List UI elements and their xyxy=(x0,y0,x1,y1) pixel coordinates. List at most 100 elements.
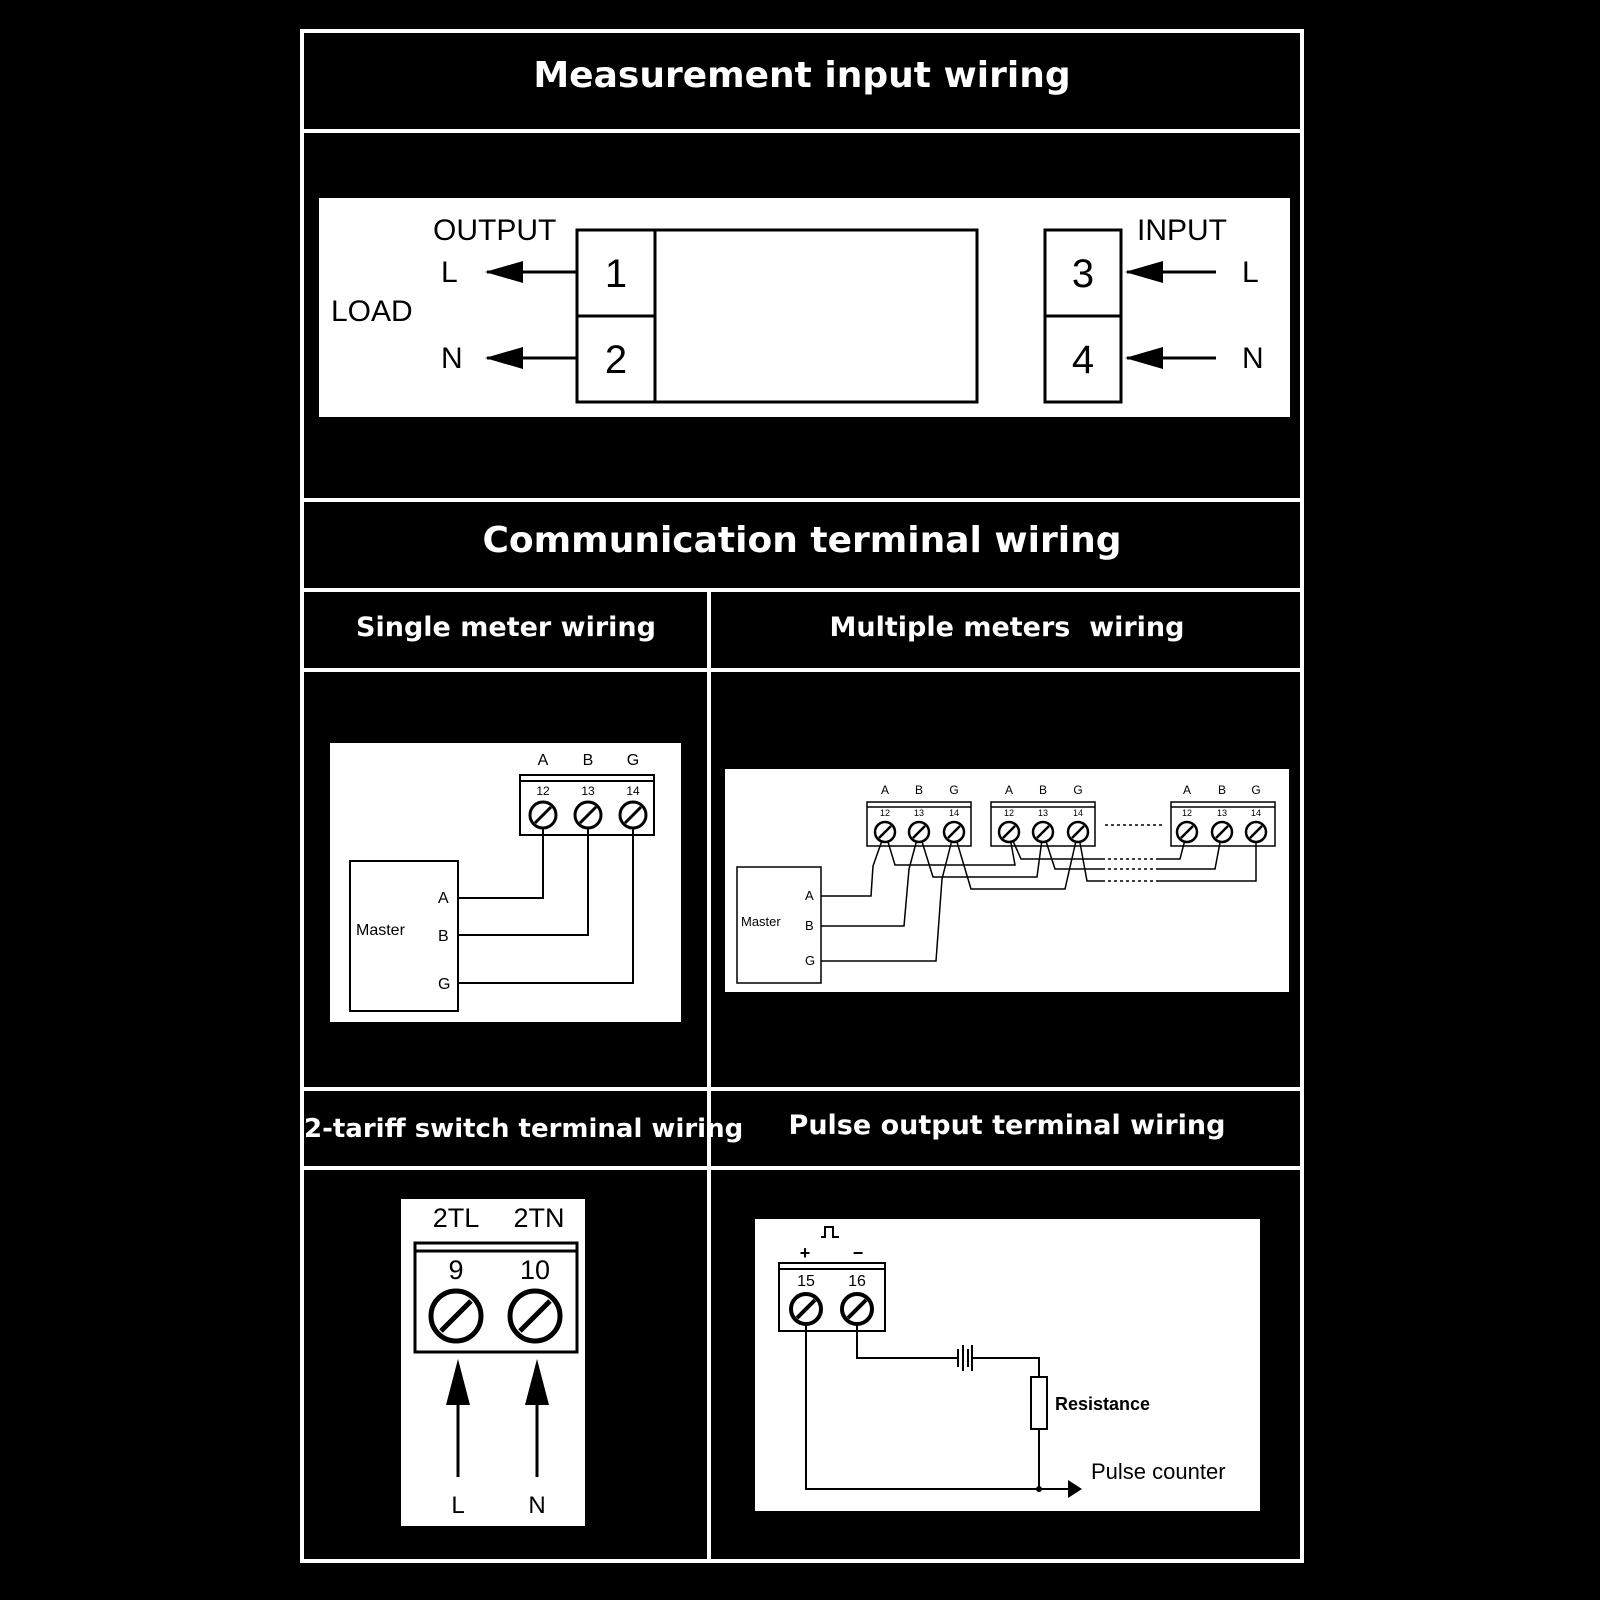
master-b-label: B xyxy=(805,918,814,933)
wire-15 xyxy=(805,1309,1070,1490)
input-label: INPUT xyxy=(1137,214,1227,247)
multiple-meters-diagram: A B G A B G A B G 12 13 14 12 13 14 12 1… xyxy=(736,783,1276,984)
arrowhead-up-icon xyxy=(525,1359,549,1405)
wire-b xyxy=(458,815,589,936)
bottom-l-label: L xyxy=(451,1492,464,1519)
master-label: Master xyxy=(741,914,781,929)
pulse-counter-label: Pulse counter xyxy=(1091,1459,1226,1484)
resistor-icon xyxy=(1030,1376,1048,1430)
terminal-4: 4 xyxy=(1072,338,1094,382)
pulse-diagram: + − 15 16 Resistance Pulse counter xyxy=(778,1226,1226,1498)
m3-terminal-14: 14 xyxy=(1251,808,1261,818)
col-a-label: A xyxy=(538,752,549,769)
tariff-title: 2-tariff switch terminal wiring xyxy=(304,1114,744,1144)
bottom-n-label: N xyxy=(528,1492,545,1519)
single-meter-diagram: A B G 12 13 14 Master A B G xyxy=(349,752,655,1012)
m3-g-label: G xyxy=(1251,783,1260,797)
m3-a-label: A xyxy=(1183,783,1191,797)
terminal-2: 2 xyxy=(605,338,627,382)
terminal-15: 15 xyxy=(797,1273,815,1290)
m2-b-label: B xyxy=(1039,783,1047,797)
col-b-label: B xyxy=(583,752,594,769)
m1-terminal-13: 13 xyxy=(914,808,924,818)
pulse-title: Pulse output terminal wiring xyxy=(788,1110,1226,1141)
terminal-9: 9 xyxy=(448,1255,463,1285)
terminal-13: 13 xyxy=(581,784,595,798)
chain-g xyxy=(953,831,1079,890)
tariff-diagram: 2TL 2TN 9 10 L N xyxy=(413,1203,579,1519)
multiple-meters-title: Multiple meters wiring xyxy=(829,612,1185,643)
m2-terminal-13: 13 xyxy=(1038,808,1048,818)
input-n-label: N xyxy=(1242,342,1264,375)
pulse-symbol-icon xyxy=(821,1226,839,1238)
m3-b-label: B xyxy=(1218,783,1226,797)
chain-a xyxy=(884,831,1016,866)
measurement-title: Measurement input wiring xyxy=(533,55,1071,96)
terminal-14: 14 xyxy=(626,784,640,798)
screw-group xyxy=(789,1292,874,1326)
arrowhead xyxy=(485,347,523,369)
output-label: OUTPUT xyxy=(433,214,556,247)
m3-terminal-12: 12 xyxy=(1182,808,1192,818)
terminal-block xyxy=(778,1262,886,1332)
m3-terminal-13: 13 xyxy=(1217,808,1227,818)
plus-label: + xyxy=(800,1243,811,1263)
terminal-block xyxy=(413,1241,579,1354)
junction xyxy=(1036,1486,1042,1492)
terminal-block-3 xyxy=(1170,801,1276,847)
m1-terminal-14: 14 xyxy=(949,808,959,818)
terminal-block-2 xyxy=(990,801,1096,847)
chain-b2 xyxy=(1042,831,1102,870)
output-n-label: N xyxy=(441,342,463,375)
single-meter-title: Single meter wiring xyxy=(356,612,656,643)
arrowhead-right-icon xyxy=(1068,1480,1082,1498)
wire-b xyxy=(821,831,920,927)
terminal-12: 12 xyxy=(536,784,550,798)
terminal-1: 1 xyxy=(605,252,627,296)
m2-terminal-14: 14 xyxy=(1073,808,1083,818)
outer-frame xyxy=(300,29,1304,1563)
screw-group xyxy=(873,820,1268,844)
communication-title: Communication terminal wiring xyxy=(482,520,1122,561)
chain-g3 xyxy=(1157,832,1257,882)
load-label: LOAD xyxy=(331,295,413,328)
terminal-16: 16 xyxy=(848,1273,866,1290)
col-g-label: G xyxy=(627,752,639,769)
m2-terminal-12: 12 xyxy=(1004,808,1014,818)
arrowhead xyxy=(1125,261,1163,283)
master-a-label: A xyxy=(438,890,449,907)
2tl-label: 2TL xyxy=(433,1203,480,1233)
tariff-panel: 2TL 2TN 9 10 L N xyxy=(401,1199,585,1526)
terminal-block-1 xyxy=(866,801,972,847)
master-b-label: B xyxy=(438,928,449,945)
minus-label: − xyxy=(853,1243,864,1263)
m1-g-label: G xyxy=(949,783,958,797)
m1-a-label: A xyxy=(881,783,889,797)
measurement-panel: OUTPUT INPUT LOAD L N L N 1 2 3 4 xyxy=(319,198,1290,417)
chain-b3 xyxy=(1157,831,1223,870)
chain-b xyxy=(918,831,1044,878)
terminal-3: 3 xyxy=(1072,252,1094,296)
multiple-meters-panel: A B G A B G A B G 12 13 14 12 13 14 12 1… xyxy=(725,769,1289,992)
wire-g xyxy=(458,815,634,984)
single-meter-panel: A B G 12 13 14 Master A B G xyxy=(330,743,681,1022)
master-a-label: A xyxy=(805,888,814,903)
arrowhead xyxy=(485,261,523,283)
wire-g xyxy=(821,831,955,962)
input-l-label: L xyxy=(1242,256,1259,289)
output-l-label: L xyxy=(441,256,458,289)
wire-a xyxy=(458,815,544,899)
battery-icon xyxy=(957,1345,973,1371)
chain-g2 xyxy=(1077,831,1102,882)
master-label: Master xyxy=(356,922,406,939)
2tn-label: 2TN xyxy=(513,1203,564,1233)
screw-group xyxy=(428,1288,563,1344)
m2-a-label: A xyxy=(1005,783,1013,797)
master-g-label: G xyxy=(805,953,815,968)
wire-a xyxy=(821,831,886,897)
master-box xyxy=(736,866,822,984)
m1-terminal-12: 12 xyxy=(880,808,890,818)
m2-g-label: G xyxy=(1073,783,1082,797)
